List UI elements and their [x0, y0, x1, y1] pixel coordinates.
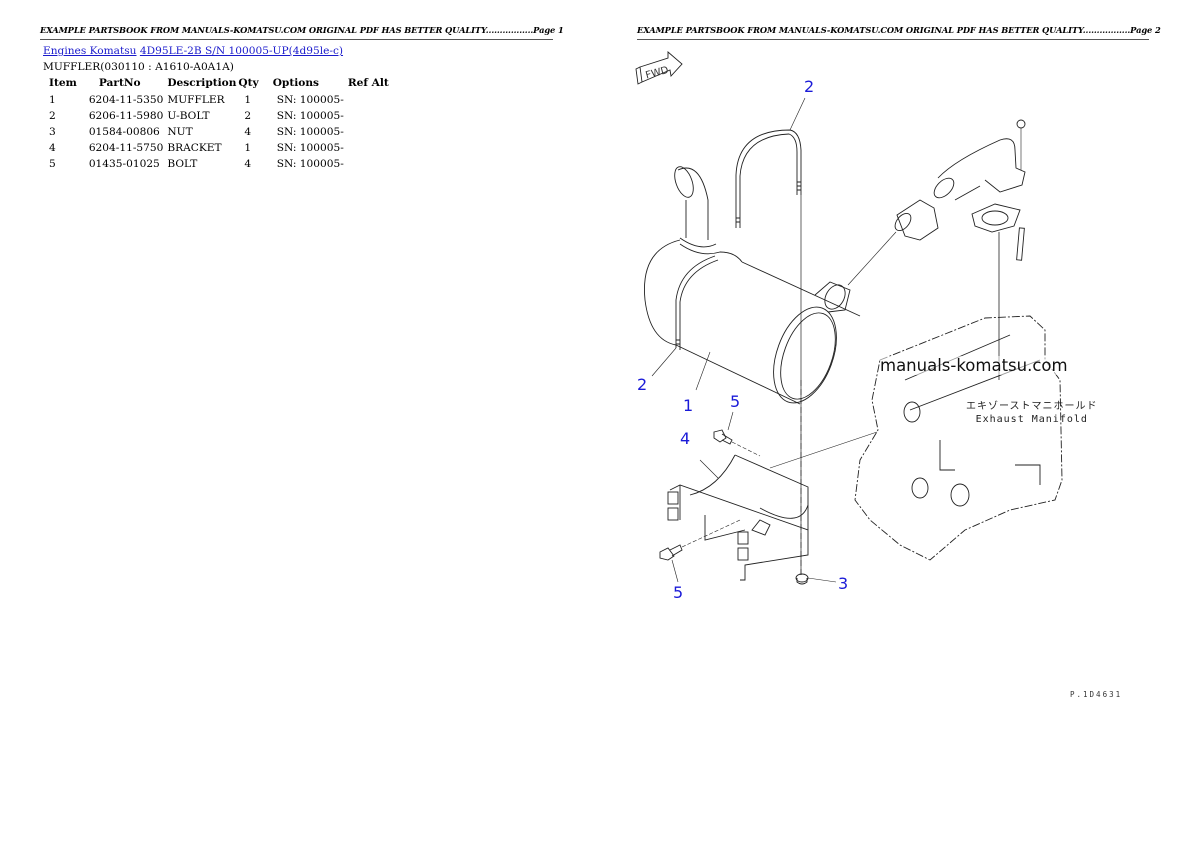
cell-part-no: 01435-01025 [88, 157, 160, 170]
callout-1: 1 [683, 396, 694, 415]
cell-options: SN: 100005- [276, 93, 344, 106]
exhaust-manifold-label-jp: エキゾーストマニホールド [966, 401, 1098, 412]
cell-qty: 1 [244, 141, 252, 154]
cell-part-no: 6204-11-5750 [88, 141, 164, 154]
cell-item: 1 [49, 93, 56, 106]
table-header-row: Item PartNo Description Qty Options Ref … [43, 76, 395, 92]
table-row: 1 6204-11-5350 MUFFLER 1 SN: 100005- [43, 92, 395, 108]
watermark: manuals-komatsu.com [880, 356, 1068, 375]
cell-description: BOLT [167, 157, 198, 170]
table-row: 4 6204-11-5750 BRACKET 1 SN: 100005- [43, 140, 395, 156]
cell-description: BRACKET [167, 141, 222, 154]
cell-options: SN: 100005- [276, 109, 344, 122]
table-row: 5 01435-01025 BOLT 4 SN: 100005- [43, 156, 395, 172]
breadcrumb: Engines Komatsu 4D95LE-2B S/N 100005-UP(… [43, 45, 343, 57]
exhaust-manifold-label-en: Exhaust Manifold [975, 414, 1088, 425]
cell-description: NUT [167, 125, 193, 138]
callout-3: 3 [838, 574, 849, 593]
fwd-arrow-icon: FWD [635, 51, 683, 85]
cell-qty: 1 [244, 93, 252, 106]
column-header-qty: Qty [238, 77, 259, 89]
section-title: MUFFLER(030110 : A1610-A0A1A) [43, 61, 234, 73]
column-header-item: Item [49, 77, 77, 89]
column-header-options: Options [272, 77, 319, 89]
callout-2-left: 2 [637, 375, 648, 394]
cell-options: SN: 100005- [276, 157, 344, 170]
column-header-description: Description [167, 77, 237, 89]
cell-qty: 4 [244, 157, 252, 170]
cell-item: 2 [49, 109, 56, 122]
cell-part-no: 6206-11-5980 [88, 109, 164, 122]
page-1-header: EXAMPLE PARTSBOOK FROM MANUALS-KOMATSU.C… [40, 25, 564, 40]
cell-description: MUFFLER [167, 93, 225, 106]
figure-code: P.1D4631 [1070, 690, 1123, 699]
cell-item: 5 [49, 157, 56, 170]
cell-item: 3 [49, 125, 56, 138]
table-row: 3 01584-00806 NUT 4 SN: 100005- [43, 124, 395, 140]
cell-qty: 4 [244, 125, 252, 138]
column-header-ref-alt: Ref Alt [347, 77, 389, 89]
table-row: 2 6206-11-5980 U-BOLT 2 SN: 100005- [43, 108, 395, 124]
callout-5-bottom: 5 [673, 583, 684, 602]
page-2-header: EXAMPLE PARTSBOOK FROM MANUALS-KOMATSU.C… [637, 25, 1161, 40]
cell-item: 4 [49, 141, 56, 154]
callout-4: 4 [680, 429, 691, 448]
cell-part-no: 6204-11-5350 [88, 93, 164, 106]
callout-2-top: 2 [804, 77, 815, 96]
cell-qty: 2 [244, 109, 252, 122]
column-header-partno: PartNo [98, 77, 141, 89]
cell-options: SN: 100005- [276, 125, 344, 138]
parts-table: Item PartNo Description Qty Options Ref … [43, 76, 395, 172]
breadcrumb-link-model[interactable]: 4D95LE-2B S/N 100005-UP(4d95le-c) [139, 45, 344, 57]
cell-part-no: 01584-00806 [88, 125, 160, 138]
cell-description: U-BOLT [167, 109, 210, 122]
callout-5-top: 5 [730, 392, 741, 411]
exhaust-manifold-label: エキゾーストマニホールド Exhaust Manifold [966, 400, 1098, 426]
cell-options: SN: 100005- [276, 141, 344, 154]
breadcrumb-link-engines-komatsu[interactable]: Engines Komatsu [43, 45, 137, 57]
